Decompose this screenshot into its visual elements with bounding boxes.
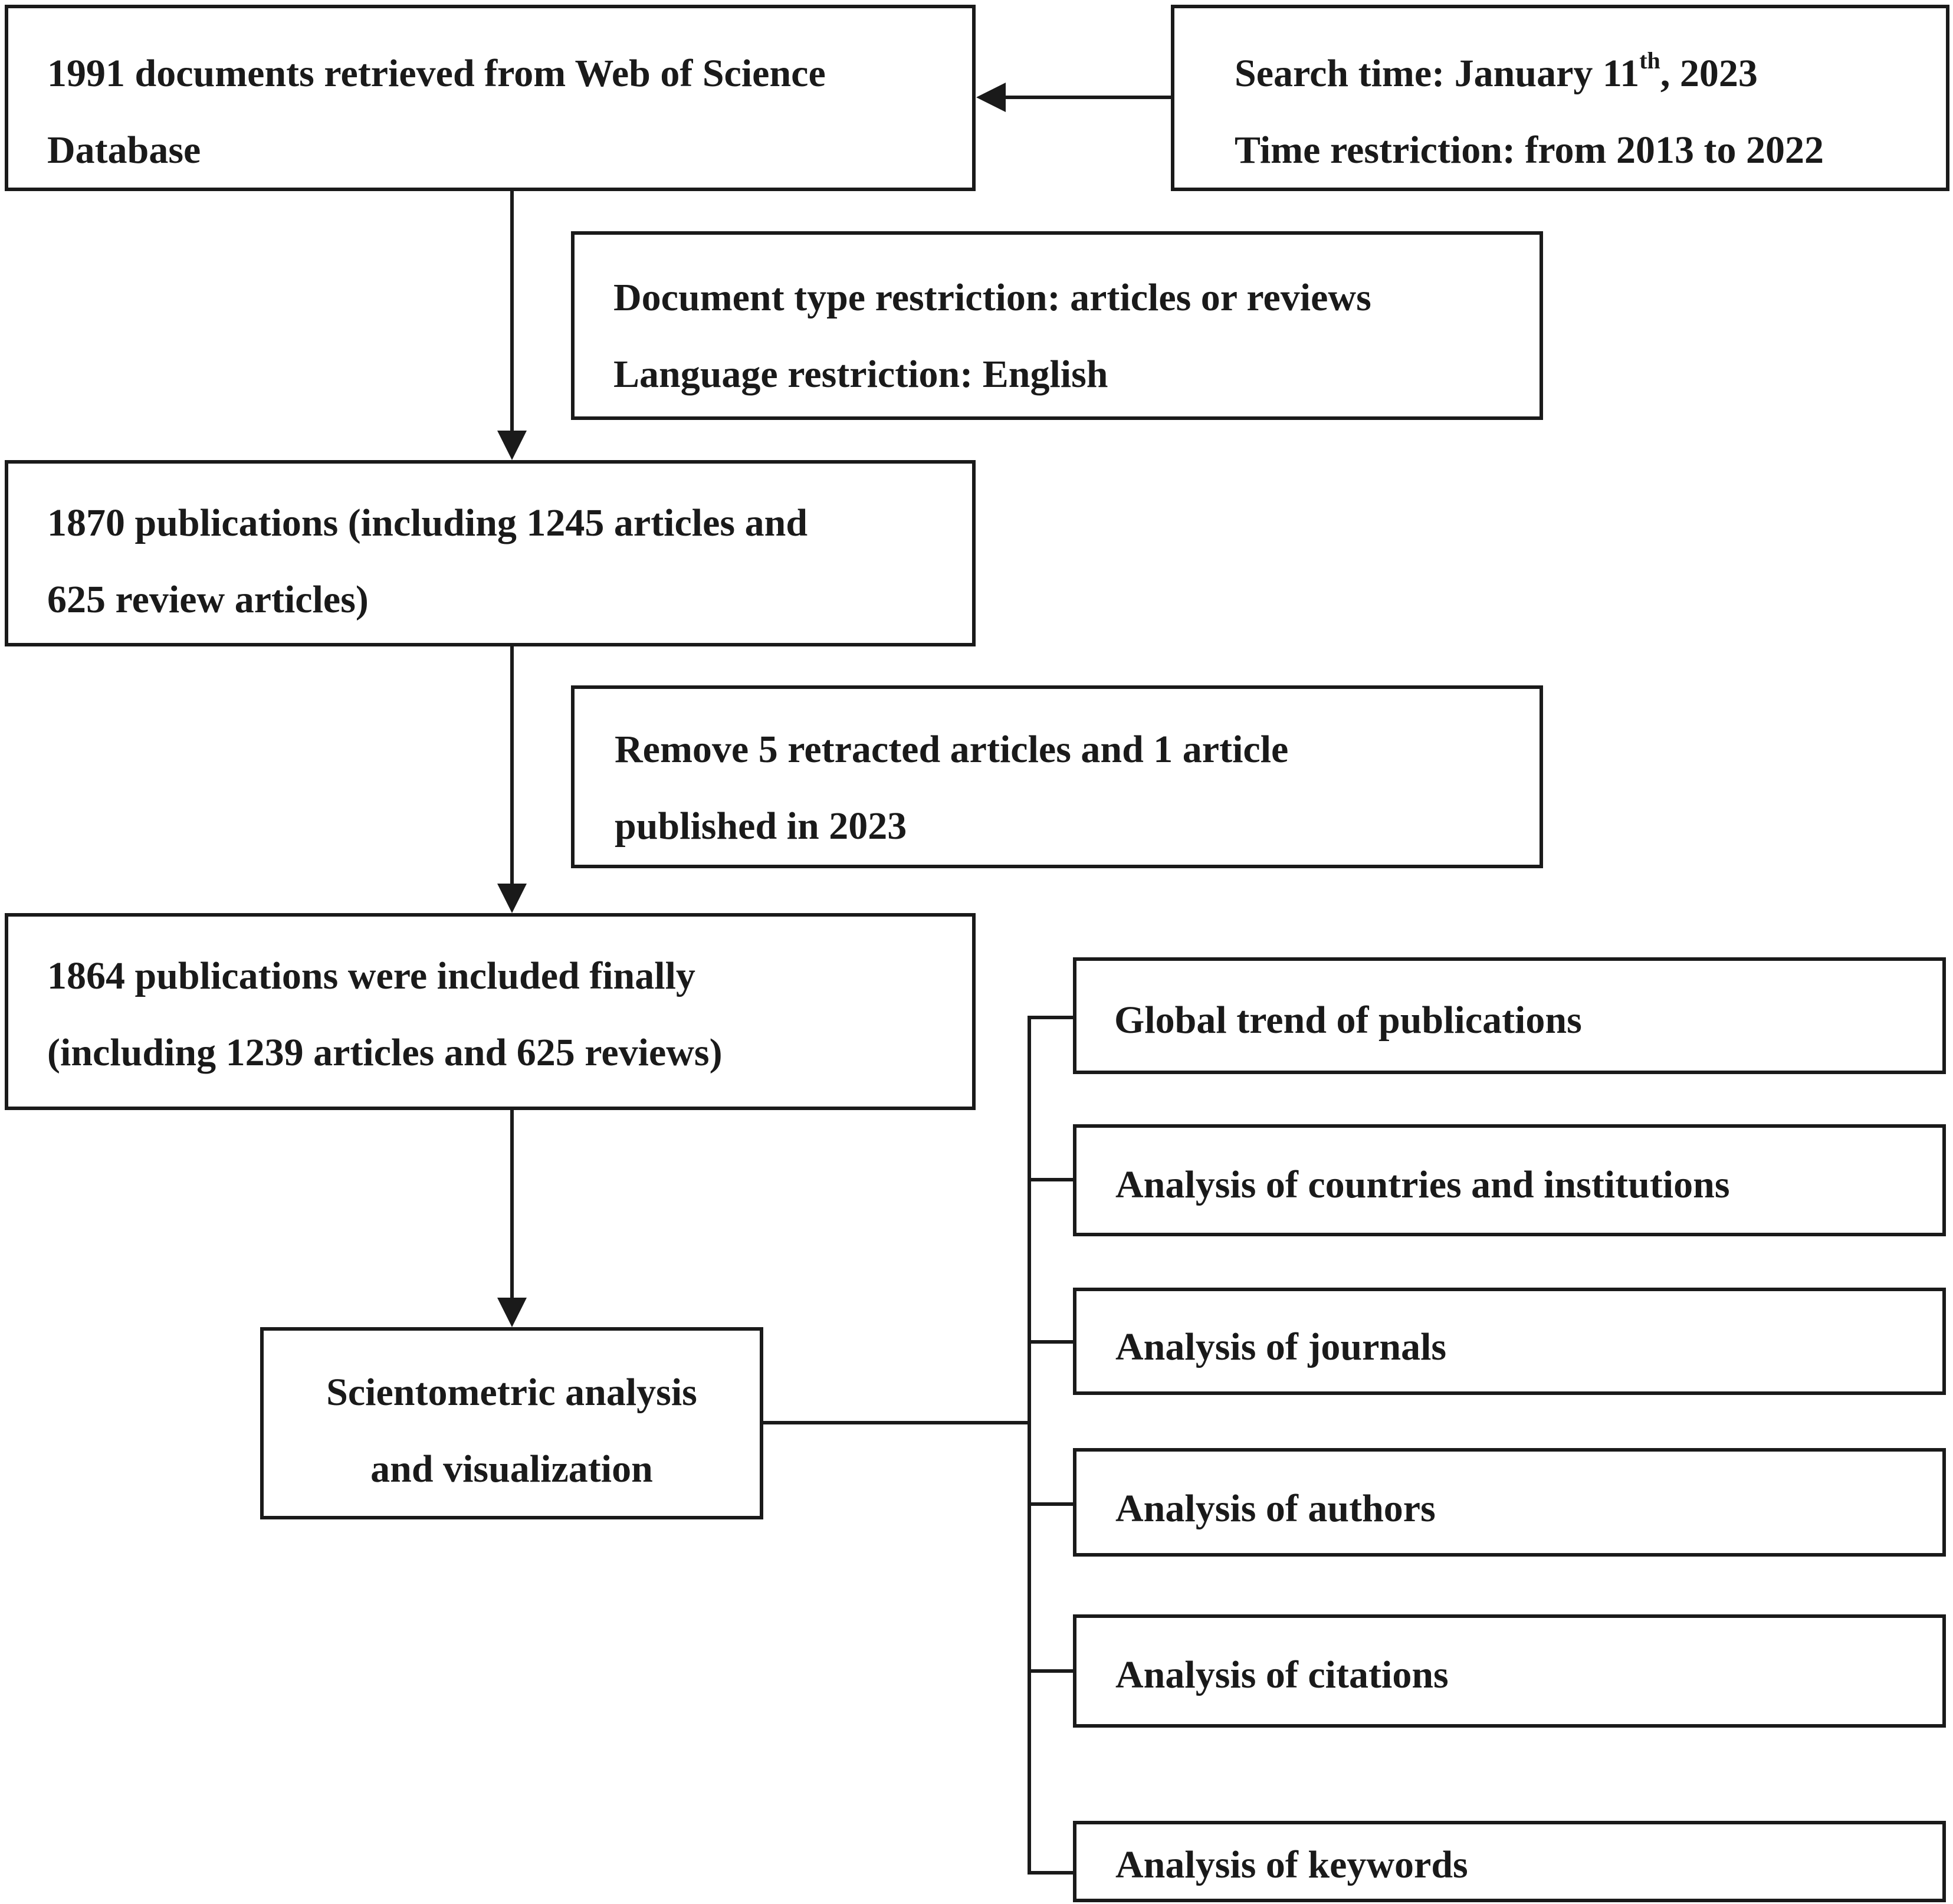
branch-global-trend: Global trend of publications	[1073, 957, 1946, 1074]
retrieved-line-1: 1991 documents retrieved from Web of Sci…	[47, 52, 826, 95]
branch-label: Analysis of keywords	[1115, 1843, 1468, 1886]
search-time-line: Search time: January 11th, 2023	[1235, 49, 1758, 95]
publications-final-line-2: (including 1239 articles and 625 reviews…	[47, 1031, 723, 1074]
retrieved-line-2: Database	[47, 129, 201, 172]
restriction-box: Document type restriction: articles or r…	[571, 231, 1543, 420]
removal-box: Remove 5 retracted articles and 1 articl…	[571, 685, 1543, 868]
arrowhead-down	[497, 1298, 527, 1327]
branch-label: Analysis of journals	[1115, 1325, 1447, 1368]
branch-keywords: Analysis of keywords	[1073, 1821, 1946, 1902]
retrieved-documents-box: 1991 documents retrieved from Web of Sci…	[5, 5, 976, 191]
branch-countries-institutions: Analysis of countries and institutions	[1073, 1124, 1946, 1236]
analysis-line-1: Scientometric analysis	[326, 1371, 697, 1414]
arrowhead-left	[976, 83, 1006, 112]
search-time-ordinal: th	[1639, 47, 1660, 74]
search-time-suffix: , 2023	[1660, 52, 1758, 95]
removal-line-2: published in 2023	[615, 805, 907, 848]
branch-label: Analysis of citations	[1115, 1653, 1449, 1696]
branch-label: Analysis of authors	[1115, 1487, 1436, 1530]
document-type-restriction: Document type restriction: articles or r…	[613, 276, 1371, 319]
time-restriction-line: Time restriction: from 2013 to 2022	[1235, 129, 1824, 172]
search-info-box: Search time: January 11th, 2023 Time res…	[1171, 5, 1949, 191]
publications-final-line-1: 1864 publications were included finally	[47, 954, 695, 997]
branch-journals: Analysis of journals	[1073, 1288, 1946, 1395]
publications-1870-line-1: 1870 publications (including 1245 articl…	[47, 501, 808, 544]
language-restriction: Language restriction: English	[613, 353, 1108, 396]
branch-citations: Analysis of citations	[1073, 1614, 1946, 1728]
publications-final-box: 1864 publications were included finally …	[5, 913, 976, 1110]
branch-authors: Analysis of authors	[1073, 1448, 1946, 1557]
branch-label: Global trend of publications	[1114, 999, 1582, 1042]
publications-1870-line-2: 625 review articles)	[47, 578, 369, 621]
arrowhead-down	[497, 884, 527, 913]
publications-1870-box: 1870 publications (including 1245 articl…	[5, 460, 976, 646]
arrowhead-down	[497, 431, 527, 460]
analysis-line-2: and visualization	[370, 1447, 653, 1491]
search-time-prefix: Search time: January 11	[1235, 52, 1640, 95]
branch-label: Analysis of countries and institutions	[1115, 1163, 1730, 1206]
scientometric-analysis-box: Scientometric analysis and visualization	[260, 1327, 763, 1519]
removal-line-1: Remove 5 retracted articles and 1 articl…	[615, 728, 1289, 771]
